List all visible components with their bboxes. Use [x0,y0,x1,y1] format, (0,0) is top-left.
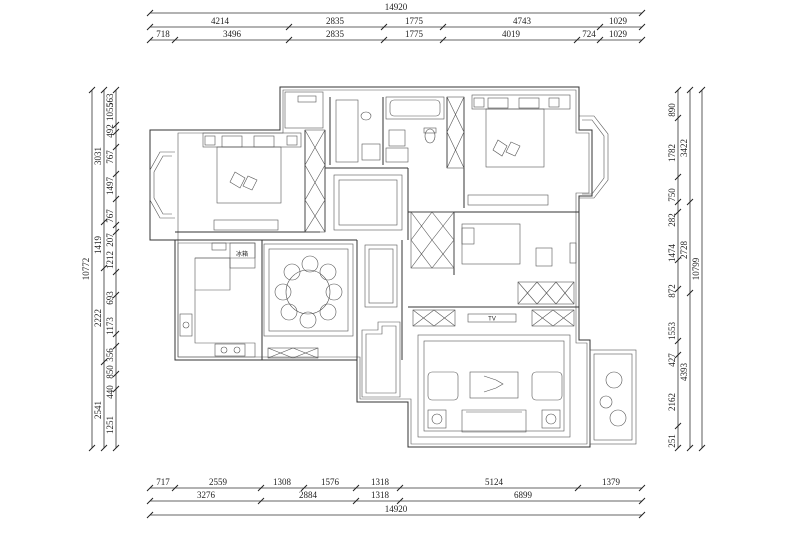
dim-left-outer-1: 3031 [93,147,103,165]
bathroom [335,96,445,163]
dim-top2-5: 4019 [502,29,521,39]
dim-left-inner-1: 1055 [105,103,115,122]
dim-left-outer-3: 2222 [93,309,103,327]
living-room: TV [417,313,571,438]
dim-right-inner-10: 251 [667,434,677,448]
dim-left-outer-4: 2541 [93,401,103,419]
hall-rug [361,244,401,398]
dim-right-inner-9: 2162 [667,393,677,411]
dim-bot2-3: 1318 [371,490,390,500]
dim-right-inner-4: 282 [667,213,677,227]
dim-left-inner-3: 563 [105,93,115,107]
dim-left-inner-4: 767 [105,150,115,164]
fridge-label: 冰箱 [236,250,248,258]
dim-right-inner-1: 890 [667,103,677,117]
dim-bot2-1: 3276 [197,490,216,500]
dim-right-inner-6: 872 [667,284,677,298]
interior-walls [175,97,579,360]
dim-right-inner-3: 750 [667,188,677,202]
corridor-rug [333,174,403,231]
cabinets [267,96,575,359]
dim-left-inner-5: 1497 [105,177,115,196]
dim-top2-7: 1029 [609,29,628,39]
dim-bot2-4: 6899 [514,490,533,500]
right-dimension-chain: 890 1782 750 282 1474 872 1553 427 2162 … [667,86,706,452]
dim-top2-4: 1775 [405,29,424,39]
dim-top2-3: 2835 [326,29,345,39]
bottom-dimension-chain: 717 2559 1308 1576 1318 5124 1379 3276 2… [146,477,646,519]
dim-top-total: 14920 [385,2,408,12]
dim-bot-1: 717 [156,477,170,487]
entry-closet [284,91,324,129]
dim-left-inner-8: 1212 [105,251,115,269]
dim-left-inner-11: 356 [105,348,115,362]
dim-left-inner-9: 693 [105,291,115,305]
dim-top2-6: 724 [582,29,596,39]
dim-right-outer-1: 3422 [679,139,689,157]
dim-top-4: 4743 [513,16,532,26]
dim-right-inner-8: 427 [667,353,677,367]
dim-left-total: 10772 [81,258,91,281]
dim-top2-1: 718 [156,29,170,39]
dim-top2-2: 3496 [223,29,242,39]
balcony [589,349,637,445]
dim-right-inner-5: 1474 [667,244,677,263]
dim-right-outer-2: 2728 [679,241,689,260]
bedroom-left [202,132,302,231]
dim-left-inner-6: 767 [105,209,115,223]
dim-right-inner-7: 1553 [667,322,677,341]
dim-left-inner-2: 492 [105,124,115,138]
dim-top-2: 2835 [326,16,345,26]
dim-right-outer-3: 4393 [679,363,689,382]
tv-label: TV [488,317,496,323]
dim-left-inner-14: 1251 [105,416,115,434]
dim-bot-6: 5124 [485,477,504,487]
dim-bot2-2: 2884 [299,490,318,500]
dim-right-inner-2: 1782 [667,144,677,162]
dim-top-1: 4214 [211,16,230,26]
bay-window-right [579,115,609,199]
kitchen: 冰箱 [177,242,256,358]
dining-area [263,243,354,337]
small-bedroom [461,223,577,267]
bedroom-right [467,94,571,206]
top-dimension-chain: 14920 4214 2835 1775 4743 1029 718 3496 … [146,2,646,44]
left-dimension-chain: 10772 3031 1419 2222 2541 1055 492 563 7… [81,86,120,452]
dim-bot-2: 2559 [209,477,228,487]
dim-bot-7: 1379 [602,477,621,487]
dim-left-inner-10: 1173 [105,317,115,335]
dim-top-5: 1029 [609,16,628,26]
dim-right-total: 10799 [691,257,701,280]
bay-window-left [149,151,175,219]
dim-left-inner-7: 207 [105,233,115,247]
outer-walls [149,86,593,448]
dim-bot-3: 1308 [273,477,292,487]
dim-left-inner-12: 850 [105,365,115,379]
dim-left-outer-2: 1419 [93,236,103,255]
dim-bot-4: 1576 [321,477,340,487]
dim-bot-total: 14920 [385,504,408,514]
dim-bot-5: 1318 [371,477,390,487]
dim-top-3: 1775 [405,16,424,26]
dim-left-inner-13: 440 [105,385,115,399]
